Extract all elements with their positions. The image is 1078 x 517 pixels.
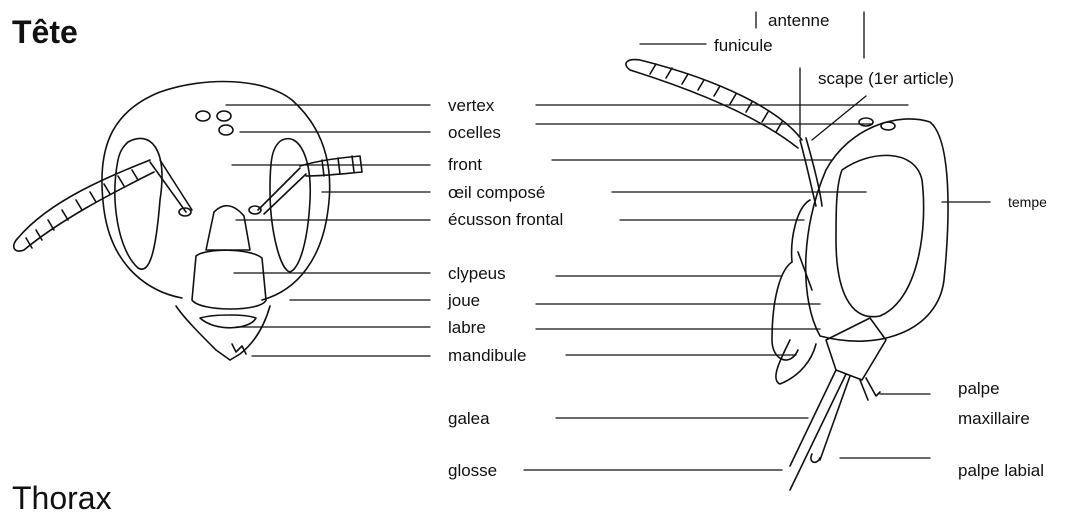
frontal-head-drawing — [14, 82, 362, 360]
label-vertex: vertex — [448, 97, 494, 114]
label-tempe: tempe — [1008, 195, 1047, 209]
label-labre: labre — [448, 319, 486, 336]
label-palpe-maxillaire-1: palpe — [958, 380, 1000, 397]
label-glosse: glosse — [448, 462, 497, 479]
label-palpe-labial: palpe labial — [958, 462, 1044, 479]
label-clypeus: clypeus — [448, 265, 506, 282]
label-mandibule: mandibule — [448, 347, 526, 364]
label-ocelles: ocelles — [448, 124, 501, 141]
label-front: front — [448, 156, 482, 173]
label-joue: joue — [448, 292, 480, 309]
label-palpe-maxillaire-2: maxillaire — [958, 410, 1030, 427]
label-ecusson-frontal: écusson frontal — [448, 211, 563, 228]
label-scape: scape (1er article) — [818, 70, 954, 87]
label-funicule: funicule — [714, 37, 773, 54]
label-galea: galea — [448, 410, 490, 427]
label-oeil-compose: œil composé — [448, 184, 545, 201]
label-antenne: antenne — [768, 12, 829, 29]
